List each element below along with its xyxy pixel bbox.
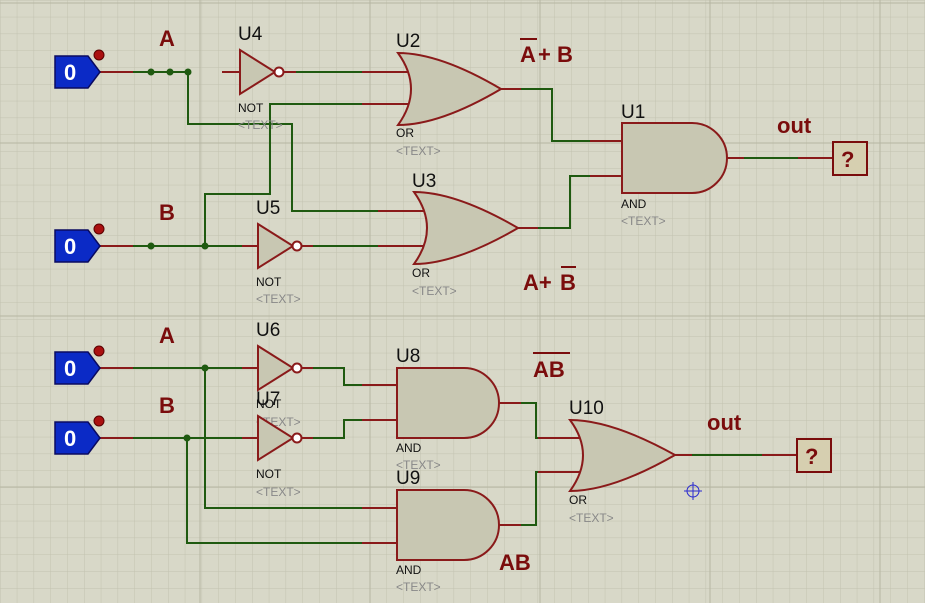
expression-not-a-not-b: AB bbox=[533, 352, 570, 382]
logic-input-3[interactable]: 0 bbox=[54, 345, 133, 385]
expr1-rest: + B bbox=[538, 42, 573, 67]
and-gate-u8[interactable]: U8 AND <TEXT> bbox=[362, 346, 521, 472]
u8-text: <TEXT> bbox=[396, 458, 441, 472]
u1-text: <TEXT> bbox=[621, 214, 666, 228]
expr3: AB bbox=[533, 357, 565, 382]
u2-ref: U2 bbox=[396, 31, 420, 52]
logic-input-3-value: 0 bbox=[64, 356, 76, 381]
u4-ref: U4 bbox=[238, 24, 263, 45]
u1-type: AND bbox=[621, 197, 647, 211]
not-gate-u5[interactable]: U5 NOT <TEXT> bbox=[242, 198, 313, 306]
not-gate-u6[interactable]: U6 NOT <TEXT> bbox=[242, 320, 313, 429]
wires-top bbox=[133, 71, 798, 247]
u3-text: <TEXT> bbox=[412, 284, 457, 298]
and-gate-u9[interactable]: U9 AND <TEXT> bbox=[362, 468, 521, 594]
output-label-top: out bbox=[777, 113, 812, 138]
logic-input-1-led bbox=[93, 49, 105, 61]
crosshair-cursor-icon bbox=[684, 482, 702, 500]
u4-text: <TEXT> bbox=[238, 118, 283, 132]
input-label-a-bottom: A bbox=[159, 323, 175, 348]
u9-ref: U9 bbox=[396, 468, 420, 489]
expr2-b: B bbox=[560, 270, 576, 295]
u5-ref: U5 bbox=[256, 198, 280, 219]
u7-text: <TEXT> bbox=[256, 485, 301, 499]
logic-input-4-value: 0 bbox=[64, 426, 76, 451]
logic-input-2-led bbox=[93, 223, 105, 235]
expression-not-a-or-b: A + B bbox=[520, 38, 573, 67]
u2-text: <TEXT> bbox=[396, 144, 441, 158]
and-gate-u1[interactable]: U1 AND <TEXT> bbox=[590, 102, 744, 228]
logic-probe-2-value: ? bbox=[805, 444, 818, 469]
u4-type: NOT bbox=[238, 101, 264, 115]
logic-probe-1-value: ? bbox=[841, 147, 854, 172]
u5-text: <TEXT> bbox=[256, 292, 301, 306]
u9-text: <TEXT> bbox=[396, 580, 441, 594]
input-label-b-top: B bbox=[159, 200, 175, 225]
u10-type: OR bbox=[569, 493, 587, 507]
not-gate-u7[interactable]: U7 NOT <TEXT> bbox=[242, 389, 313, 499]
logic-input-4[interactable]: 0 bbox=[54, 415, 133, 455]
u6-type: NOT bbox=[256, 397, 282, 411]
u8-ref: U8 bbox=[396, 346, 420, 367]
logic-input-4-led bbox=[93, 415, 105, 427]
input-label-a-top: A bbox=[159, 26, 175, 51]
u2-type: OR bbox=[396, 126, 414, 140]
u8-type: AND bbox=[396, 441, 422, 455]
logic-input-1[interactable]: 0 bbox=[54, 49, 133, 89]
u3-ref: U3 bbox=[412, 171, 436, 192]
or-gate-u2[interactable]: U2 OR <TEXT> bbox=[362, 31, 521, 158]
u7-type: NOT bbox=[256, 467, 282, 481]
u1-ref: U1 bbox=[621, 102, 645, 123]
u7-ref: U7 bbox=[256, 389, 280, 410]
logic-input-2-value: 0 bbox=[64, 234, 76, 259]
logic-probe-2[interactable]: ? bbox=[762, 438, 832, 473]
u6-ref: U6 bbox=[256, 320, 280, 341]
output-label-bottom: out bbox=[707, 410, 742, 435]
input-label-b-bottom: B bbox=[159, 393, 175, 418]
u10-ref: U10 bbox=[569, 398, 604, 419]
or-gate-u10[interactable]: U10 OR <TEXT> bbox=[538, 398, 692, 525]
logic-input-3-led bbox=[93, 345, 105, 357]
not-gate-u4[interactable]: U4 NOT <TEXT> bbox=[222, 24, 296, 132]
wires-bottom bbox=[133, 367, 762, 544]
expression-a-or-not-b: A+ B bbox=[523, 266, 576, 295]
expr1-a: A bbox=[520, 42, 536, 67]
expr2-a: A+ bbox=[523, 270, 552, 295]
junctions bbox=[147, 68, 209, 442]
u3-type: OR bbox=[412, 266, 430, 280]
u5-type: NOT bbox=[256, 275, 282, 289]
expression-ab: AB bbox=[499, 550, 531, 575]
u9-type: AND bbox=[396, 563, 422, 577]
or-gate-u3[interactable]: U3 OR <TEXT> bbox=[378, 171, 538, 298]
logic-input-2[interactable]: 0 bbox=[54, 223, 133, 263]
u10-text: <TEXT> bbox=[569, 511, 614, 525]
logic-input-1-value: 0 bbox=[64, 60, 76, 85]
logic-probe-1[interactable]: ? bbox=[798, 141, 868, 176]
